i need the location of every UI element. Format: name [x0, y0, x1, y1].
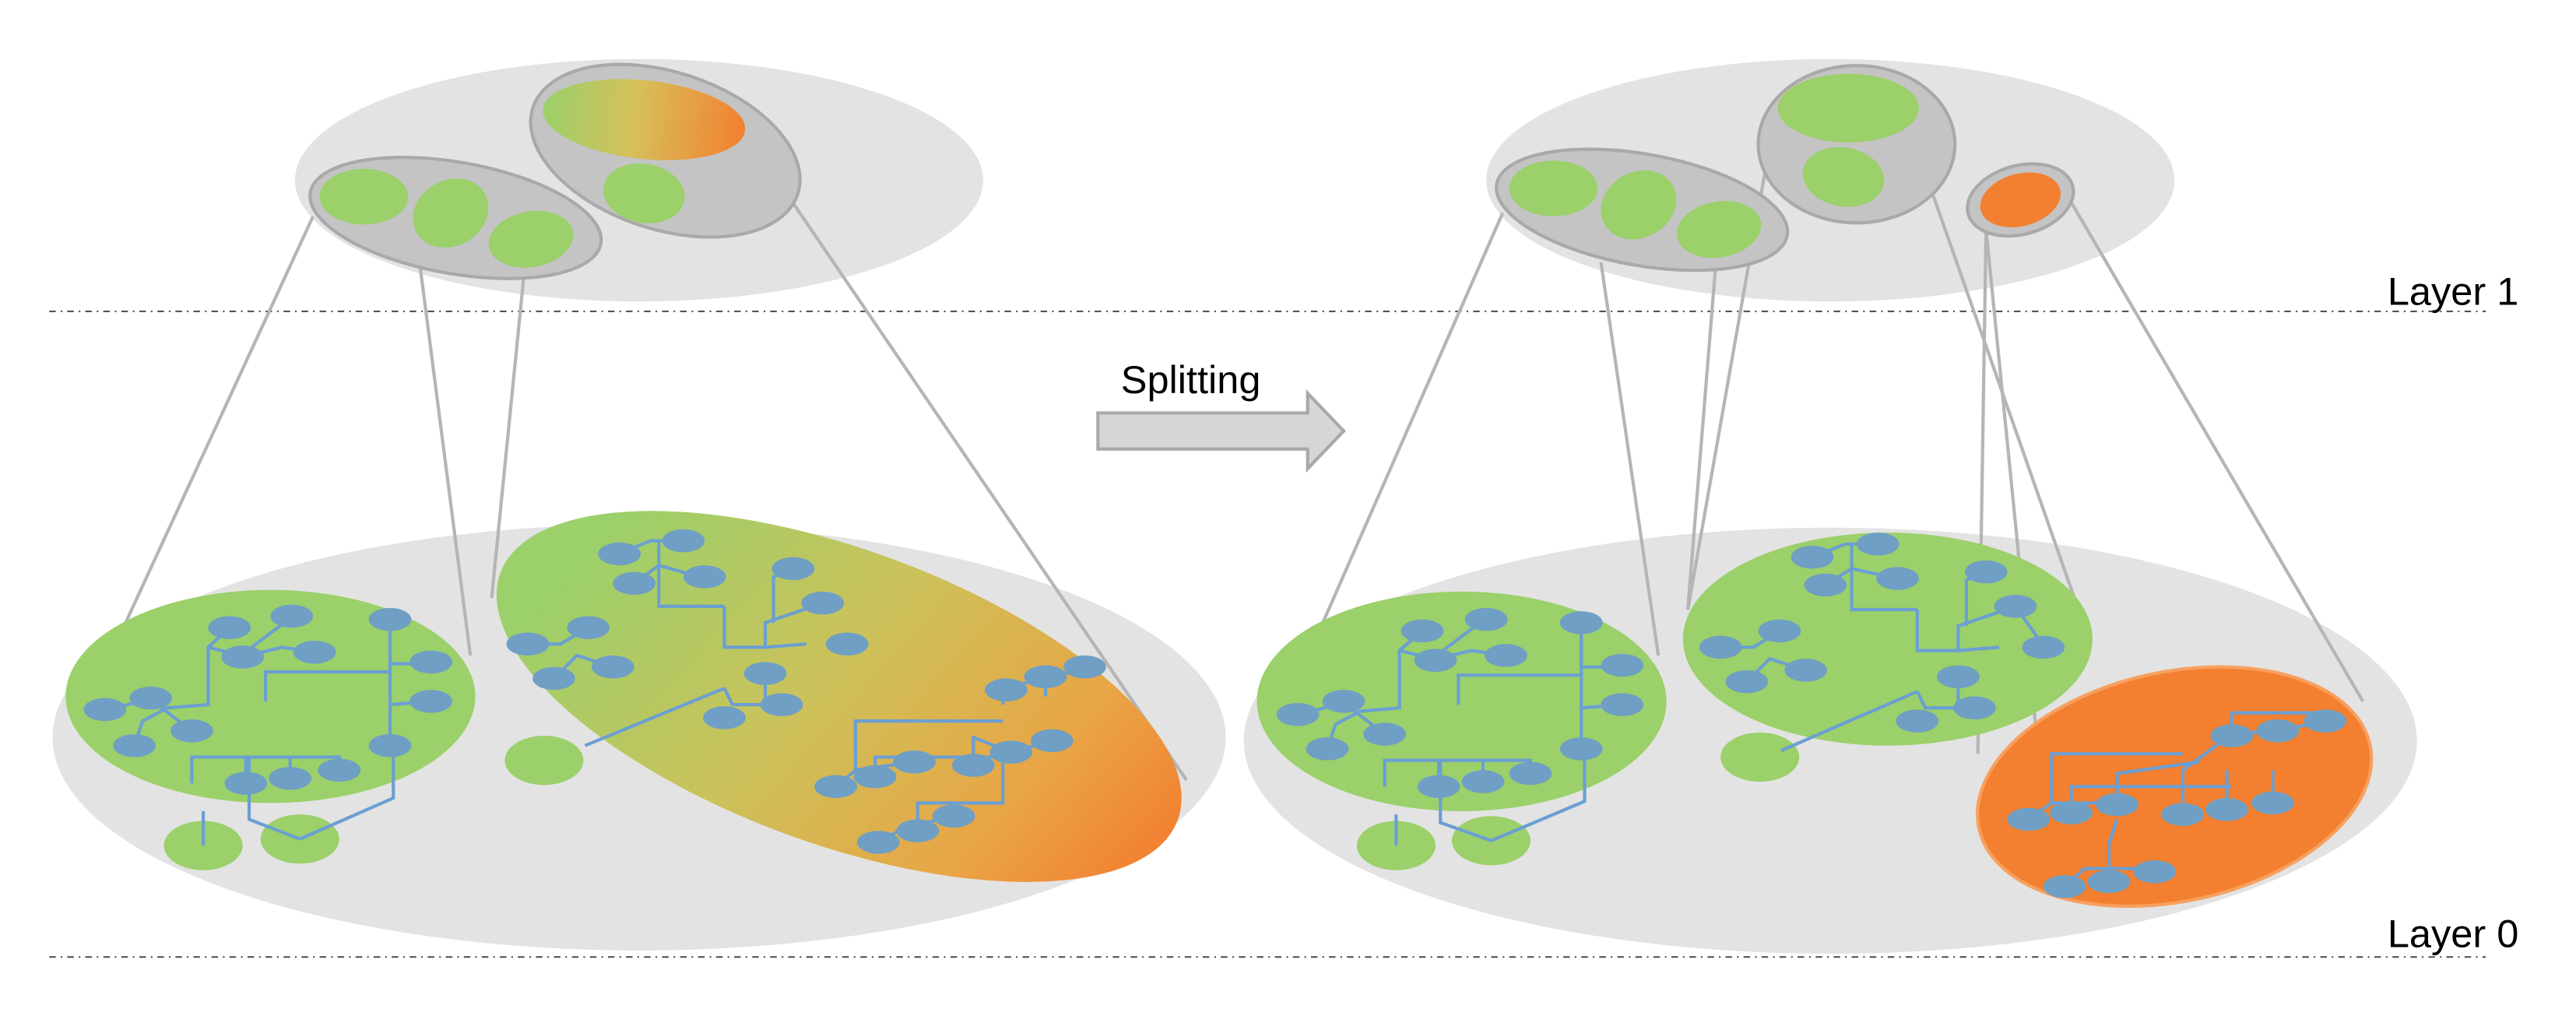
layer0-label: Layer 0	[2388, 912, 2518, 956]
isolated-node	[504, 736, 584, 786]
right-community-green-middle	[1682, 533, 2093, 746]
layer1-node	[1509, 160, 1598, 216]
layer1-node	[1676, 201, 1762, 258]
left-green-nodes	[83, 604, 453, 795]
layer1-node	[1980, 172, 2061, 228]
layer1-node	[1802, 146, 1885, 207]
splitting-label: Splitting	[1121, 357, 1261, 402]
layer1-node	[543, 79, 746, 160]
layer1-label: Layer 1	[2388, 269, 2518, 313]
layer1-node	[1777, 73, 1919, 143]
left-state	[52, 58, 1226, 951]
splitting-arrow: Splitting	[1096, 357, 1346, 473]
left-projection-lines	[116, 130, 1188, 782]
layer1-node	[1601, 170, 1677, 240]
layer1-node	[603, 163, 685, 223]
right-state	[1243, 58, 2417, 954]
isolated-node	[1720, 732, 1800, 782]
arrow-right-icon	[1096, 388, 1346, 473]
layer1-node	[413, 178, 489, 248]
right-green-left-nodes	[1276, 607, 1644, 799]
layer1-node	[488, 210, 574, 268]
layer1-node	[319, 168, 409, 225]
left-community-gradient	[496, 511, 1182, 882]
right-community-green-left	[1256, 591, 1667, 811]
left-gradient-nodes	[506, 529, 1106, 854]
right-green-middle-nodes	[1699, 533, 2065, 733]
right-orange-nodes	[2007, 709, 2347, 898]
isolated-node	[260, 814, 339, 864]
